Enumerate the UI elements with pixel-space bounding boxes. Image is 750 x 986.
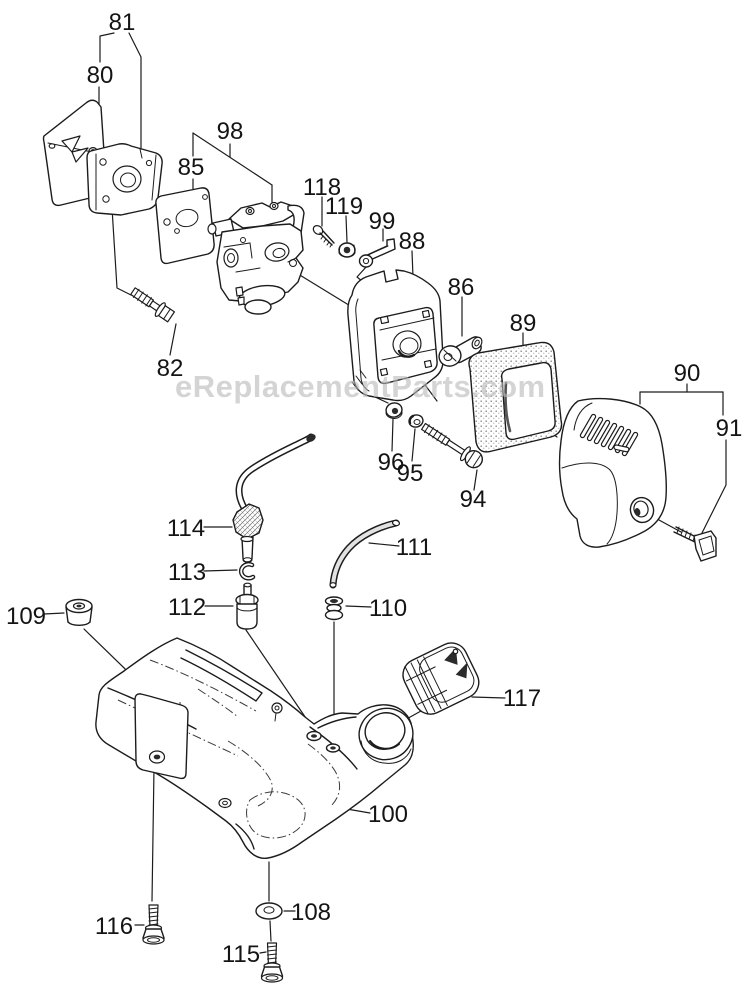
part-label-89: 89 bbox=[510, 310, 537, 337]
part-label-115: 115 bbox=[222, 941, 260, 968]
part-label-110: 110 bbox=[369, 595, 407, 622]
part-label-119: 119 bbox=[325, 193, 363, 220]
bolt-94 bbox=[420, 422, 484, 469]
part-label-80: 80 bbox=[87, 62, 114, 89]
part-label-114: 114 bbox=[167, 515, 205, 542]
screw-116 bbox=[142, 904, 165, 945]
part-label-116: 116 bbox=[95, 913, 133, 940]
part-label-96: 96 bbox=[378, 449, 405, 476]
part-label-117: 117 bbox=[503, 685, 541, 712]
part-label-111: 111 bbox=[396, 534, 432, 561]
part-label-99: 99 bbox=[369, 208, 396, 235]
part-label-108: 108 bbox=[291, 899, 331, 926]
gasket-85 bbox=[155, 187, 215, 265]
part-label-98: 98 bbox=[217, 118, 244, 145]
nut-119 bbox=[338, 242, 356, 258]
fuel-filter-112 bbox=[235, 582, 259, 630]
carburetor-98 bbox=[207, 201, 305, 315]
part-labels: 81 80 98 85 82 118 119 99 88 86 89 90 91… bbox=[6, 9, 742, 968]
washer-108 bbox=[255, 902, 283, 920]
fuel-pipe-111 bbox=[329, 519, 401, 589]
part-label-88: 88 bbox=[399, 228, 426, 255]
part-label-113: 113 bbox=[168, 559, 206, 586]
part-label-118: 118 bbox=[303, 174, 341, 201]
air-cleaner-base-88 bbox=[347, 269, 444, 402]
clip-113 bbox=[238, 562, 256, 581]
screw-118 bbox=[312, 224, 335, 248]
air-cleaner-cover-90 bbox=[558, 397, 667, 548]
washer-95 bbox=[408, 414, 424, 428]
screw-115 bbox=[260, 942, 284, 983]
fuel-tank-100 bbox=[95, 637, 414, 859]
nut-96 bbox=[385, 402, 403, 420]
choke-lever-86 bbox=[438, 336, 483, 367]
insulator-block-81 bbox=[86, 143, 163, 216]
part-label-90: 90 bbox=[674, 360, 701, 387]
part-label-91: 91 bbox=[716, 415, 743, 442]
part-label-81: 81 bbox=[109, 9, 136, 36]
part-label-85: 85 bbox=[178, 154, 205, 181]
grommet-110 bbox=[324, 596, 344, 621]
filter-element-89 bbox=[468, 341, 563, 453]
bolt-82 bbox=[130, 287, 176, 323]
screw-91 bbox=[673, 526, 717, 562]
part-label-109: 109 bbox=[6, 603, 46, 630]
bracket-99 bbox=[358, 238, 396, 268]
part-label-100: 100 bbox=[368, 801, 408, 828]
grommet-109 bbox=[65, 598, 93, 627]
part-label-95: 95 bbox=[397, 460, 424, 487]
part-label-86: 86 bbox=[448, 274, 475, 301]
part-label-82: 82 bbox=[157, 355, 184, 382]
fuel-cap-117 bbox=[402, 642, 480, 715]
part-label-94: 94 bbox=[460, 486, 487, 513]
part-label-112: 112 bbox=[168, 594, 206, 621]
watermark-text: eReplacementParts.com bbox=[175, 369, 546, 404]
fuel-pipe-grommet-114 bbox=[232, 433, 316, 563]
